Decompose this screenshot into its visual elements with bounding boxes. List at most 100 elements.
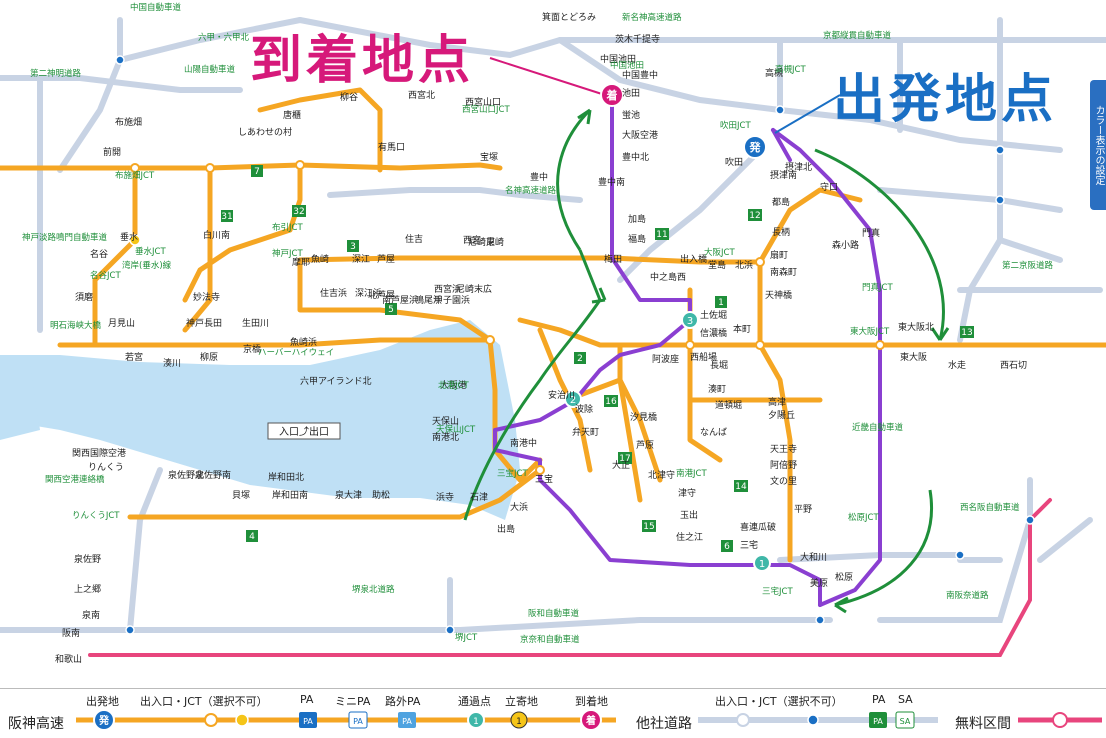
station-label[interactable]: 南港中 — [510, 437, 537, 449]
station-label[interactable]: 梅田 — [604, 253, 622, 265]
station-label[interactable]: 長堀 — [710, 360, 728, 371]
station-label[interactable]: 摂津南 — [770, 169, 797, 181]
station-label[interactable]: 池田 — [622, 87, 640, 99]
jct-label[interactable]: 西宮山口JCT — [462, 104, 510, 115]
jct-label[interactable]: 松原JCT — [848, 512, 879, 523]
station-label[interactable]: 箕面とどろみ — [542, 11, 596, 23]
jct-label[interactable]: 名谷JCT — [90, 270, 121, 281]
station-label[interactable]: 松原 — [835, 571, 853, 583]
station-label[interactable]: 住吉 — [405, 233, 423, 245]
station-label[interactable]: 西石切 — [1000, 360, 1027, 371]
station-label[interactable]: 摩耶 — [292, 256, 310, 268]
station-label[interactable]: 水走 — [948, 359, 966, 371]
station-label[interactable]: 加島 — [628, 213, 646, 225]
station-label[interactable]: 若宮 — [125, 351, 143, 363]
station-label[interactable]: 京橋 — [243, 343, 261, 355]
station-label[interactable]: 中国池田 — [600, 53, 636, 65]
jct-label[interactable]: りんくうJCT — [72, 511, 120, 521]
station-label[interactable]: 石津 — [470, 492, 488, 503]
station-label[interactable]: なんば — [700, 427, 727, 438]
station-label[interactable]: 出入橋 — [680, 253, 707, 265]
station-label[interactable]: 泉佐野南 — [195, 469, 231, 481]
station-label[interactable]: 須磨 — [75, 292, 93, 303]
station-label[interactable]: 高槻 — [765, 67, 783, 79]
pass-point-2[interactable]: 2 — [564, 390, 582, 408]
station-label[interactable]: 長柄 — [772, 226, 790, 238]
station-label[interactable]: 阿倍野 — [770, 459, 797, 471]
station-label[interactable]: 有馬口 — [378, 141, 405, 153]
station-label[interactable]: 芦屋 — [377, 254, 395, 265]
station-label[interactable]: 泉南 — [82, 609, 100, 621]
station-label[interactable]: 蛍池 — [622, 109, 640, 121]
station-label[interactable]: 布施畑 — [115, 116, 142, 128]
jct-label[interactable]: 東大阪JCT — [850, 326, 890, 337]
station-label[interactable]: 神戸長田 — [186, 317, 222, 329]
station-label[interactable]: 大正 — [612, 459, 630, 471]
station-label[interactable]: 豊中南 — [598, 176, 625, 188]
station-label[interactable]: 文の里 — [770, 475, 797, 487]
station-label[interactable]: 南森町 — [770, 266, 797, 278]
station-label[interactable]: 東大阪 — [900, 351, 927, 363]
station-label[interactable]: 大和川 — [800, 551, 827, 563]
station-label[interactable]: 白川南 — [203, 229, 230, 241]
jct-label[interactable]: 垂水JCT — [135, 246, 166, 257]
jct-label[interactable]: 布施畑JCT — [115, 170, 155, 181]
station-label[interactable]: 名谷 — [90, 248, 108, 260]
station-label[interactable]: 汐見橋 — [630, 411, 657, 423]
station-label[interactable]: 北浜 — [735, 260, 753, 271]
station-label[interactable]: 門真 — [862, 227, 880, 239]
station-label[interactable]: 福島 — [628, 233, 646, 245]
station-label[interactable]: しあわせの村 — [238, 126, 292, 138]
station-label[interactable]: 尼崎 — [486, 236, 504, 248]
station-label[interactable]: 泉大津 — [335, 489, 362, 501]
station-label[interactable]: 平野 — [794, 504, 812, 515]
station-label[interactable]: 扇町 — [770, 249, 788, 261]
expressway-map[interactable]: 1 2 3 発 着 7 31 32 3 5 4 2 1 11 12 13 14 … — [0, 0, 1106, 688]
station-label[interactable]: 阿波座 — [652, 353, 679, 365]
station-label[interactable]: 本町 — [733, 323, 751, 335]
station-label[interactable]: 岸和田南 — [272, 489, 308, 501]
station-label[interactable]: 助松 — [372, 489, 390, 501]
station-label[interactable]: 大阪空港 — [622, 129, 658, 141]
station-label[interactable]: 西宮 — [463, 234, 481, 246]
station-label[interactable]: 湊町 — [708, 383, 726, 395]
station-label[interactable]: 浜寺 — [436, 492, 454, 503]
pass-point-3[interactable]: 3 — [681, 311, 699, 329]
station-label[interactable]: 湊川 — [163, 357, 181, 369]
station-label[interactable]: 都島 — [772, 196, 790, 208]
station-label[interactable]: 唐櫃 — [283, 109, 301, 121]
jct-label[interactable]: 三宅JCT — [762, 586, 793, 597]
station-label[interactable]: 生田川 — [242, 317, 269, 329]
station-label[interactable]: 中国豊中 — [622, 69, 658, 81]
station-label[interactable]: 天神橋 — [765, 289, 792, 301]
station-label[interactable]: 弁天町 — [572, 426, 599, 438]
station-label[interactable]: 住之江 — [676, 531, 703, 543]
jct-label[interactable]: 高槻JCT — [775, 64, 806, 75]
station-label[interactable]: 豊中北 — [622, 151, 649, 163]
jct-label[interactable]: 南港JCT — [676, 468, 707, 479]
station-label[interactable]: 西宮山口 — [465, 96, 501, 108]
jct-label[interactable]: 堺JCT — [455, 632, 478, 643]
station-label[interactable]: 西船場 — [690, 351, 717, 363]
station-label[interactable]: 安治川 — [548, 389, 575, 401]
jct-label[interactable]: 門真JCT — [862, 282, 893, 293]
station-label[interactable]: 泉佐野北 — [168, 469, 204, 481]
destination-marker[interactable]: 着 — [600, 83, 624, 107]
station-label[interactable]: 住吉浜 — [320, 287, 347, 299]
station-label[interactable]: 関西国際空港 — [72, 447, 126, 459]
station-label[interactable]: 茨木千提寺 — [615, 33, 660, 45]
station-label[interactable]: 岸和田北 — [268, 472, 304, 483]
station-label[interactable]: 柳谷 — [340, 91, 358, 103]
station-label[interactable]: 西宮浜 — [434, 283, 461, 295]
station-label[interactable]: 波除 — [575, 403, 593, 415]
station-label[interactable]: 美原 — [810, 577, 828, 589]
station-label[interactable]: 魚崎浜 — [290, 336, 317, 348]
station-label[interactable]: 尼崎東 — [468, 236, 495, 248]
station-label[interactable]: 宝塚 — [480, 151, 498, 163]
station-label[interactable]: 魚崎 — [311, 253, 329, 265]
station-label[interactable]: 豊中 — [530, 171, 548, 183]
station-label[interactable]: 芦原 — [636, 440, 654, 451]
jct-label[interactable]: 北港JCT — [438, 380, 469, 391]
station-label[interactable]: 南芦屋浜 — [382, 294, 418, 306]
station-label[interactable]: 天王寺 — [770, 444, 797, 455]
